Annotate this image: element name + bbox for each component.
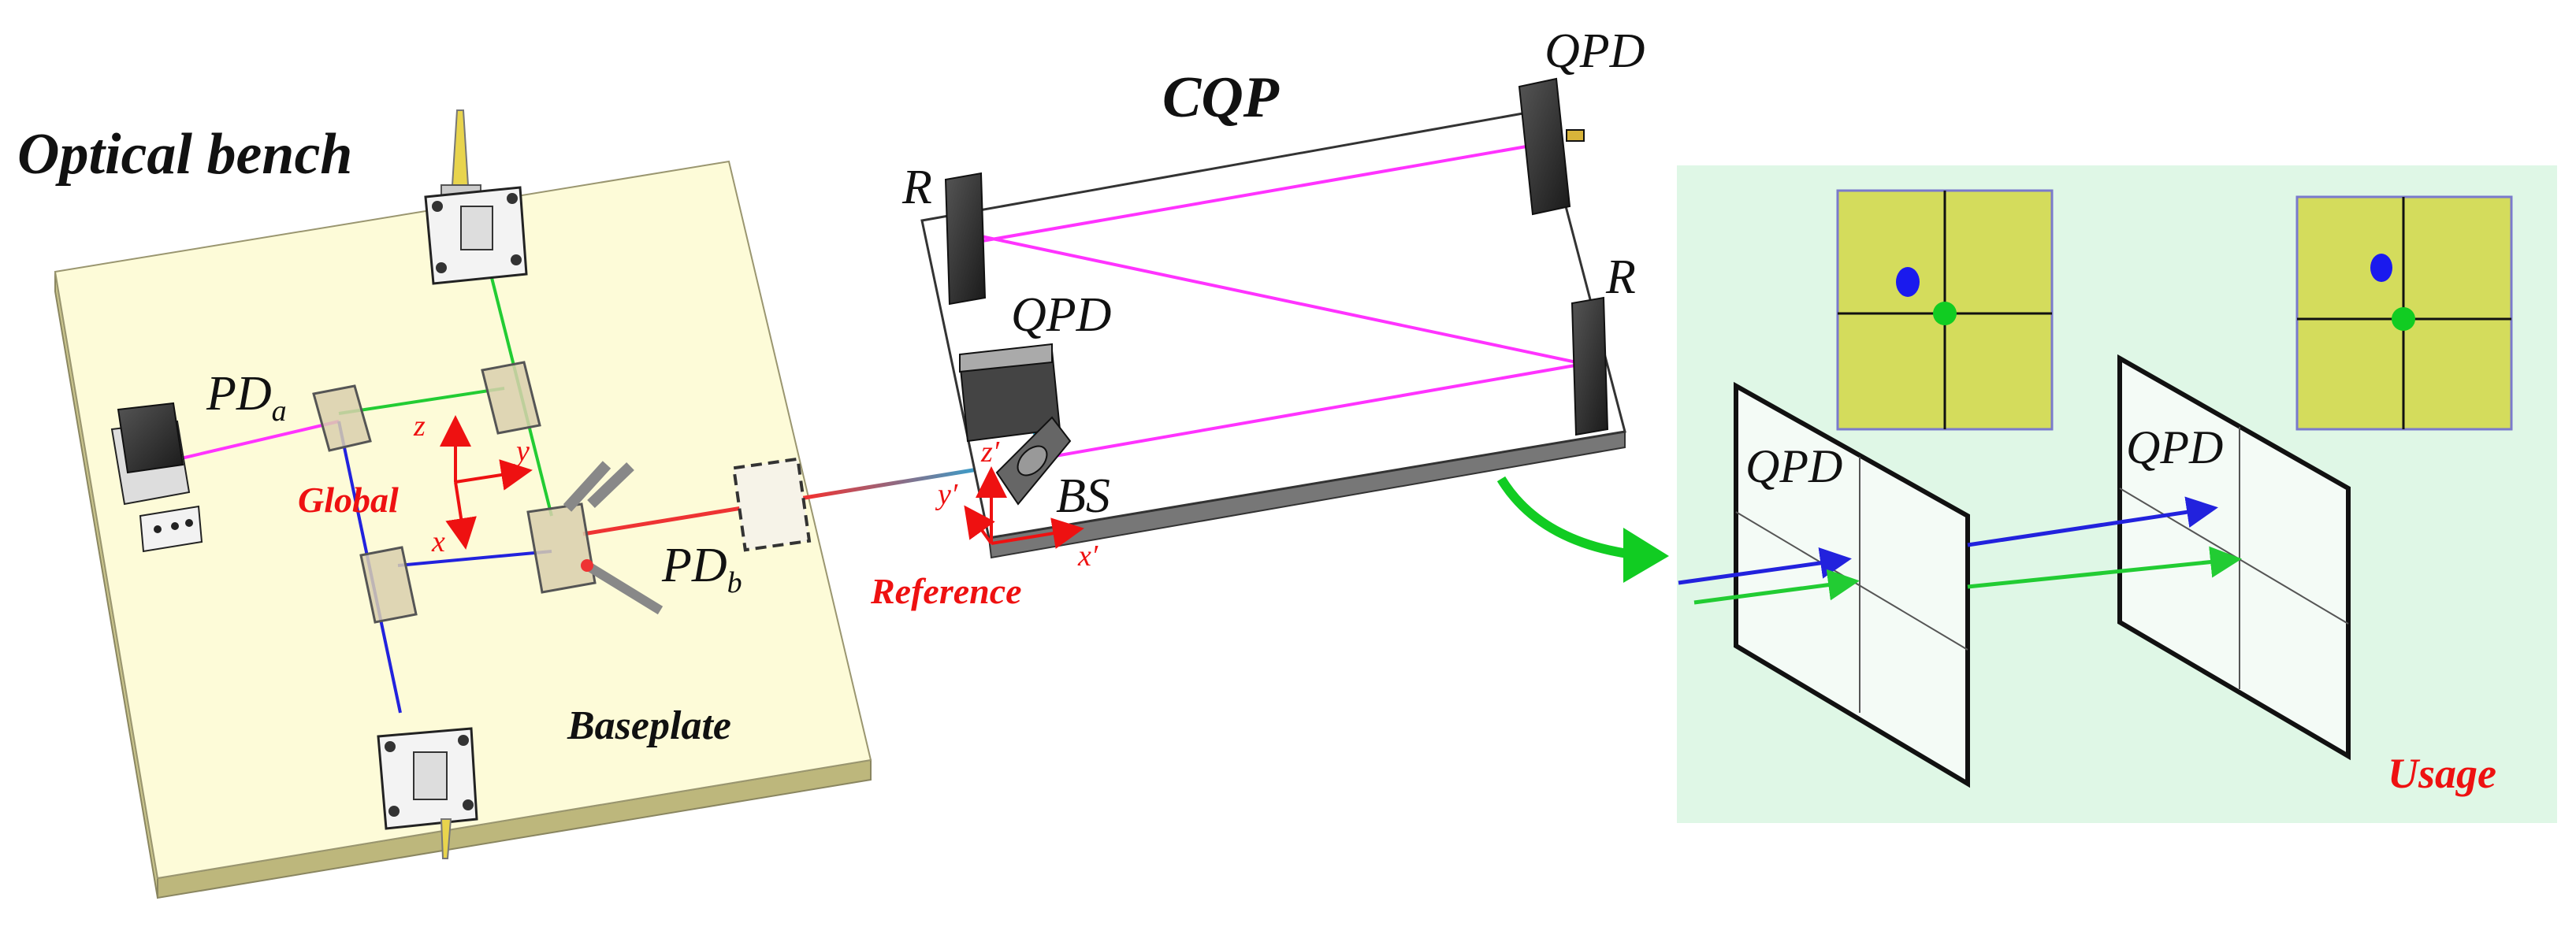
label-global: Global	[298, 480, 399, 520]
bench-optics	[312, 361, 664, 624]
beam-blue-horizontal	[397, 550, 552, 567]
label-r-left: R	[901, 161, 932, 214]
fiber-launcher-top	[424, 109, 528, 285]
label-baseplate: Baseplate	[567, 703, 731, 748]
title-optical-bench: Optical bench	[17, 122, 352, 187]
label-qpd-screen-1: QPD	[1745, 440, 1842, 492]
label-bs: BS	[1056, 469, 1110, 523]
label-usage: Usage	[2388, 750, 2496, 797]
title-cqp: CQP	[1162, 65, 1280, 130]
mirror-r-right	[1571, 296, 1609, 436]
axis-y: y	[513, 435, 530, 468]
qpd-square-right	[2295, 195, 2513, 431]
usage-arrow	[1496, 476, 1640, 560]
cqp-components	[944, 77, 1609, 506]
spot-green	[1933, 302, 1957, 325]
label-pd-a: PDa	[206, 367, 287, 428]
usage-beams	[1678, 496, 2242, 605]
usage-arrow-head	[1623, 528, 1669, 583]
label-qpd-screen-2: QPD	[2126, 421, 2223, 473]
spot-green	[2392, 307, 2415, 331]
axis-z-prime: z′	[980, 436, 1000, 469]
cube-pdb	[526, 502, 597, 594]
axis-x: x	[431, 525, 445, 558]
cube-pda	[312, 384, 372, 452]
cqp-plate	[920, 109, 1626, 559]
label-qpd-top: QPD	[1544, 24, 1645, 78]
pdb-dashed-marker	[731, 457, 812, 552]
pda-detector	[110, 402, 203, 553]
axis-x-prime: x′	[1077, 540, 1098, 573]
beam-green-top-h	[338, 387, 505, 415]
label-qpd-mid: QPD	[1011, 288, 1111, 342]
beam-pda-magenta	[180, 420, 340, 460]
label-r-right: R	[1605, 250, 1636, 304]
label-reference: Reference	[870, 571, 1022, 611]
cube-top-right	[481, 361, 541, 435]
label-pd-b: PDb	[661, 539, 742, 599]
spot-blue	[1896, 267, 1920, 297]
cube-bottom-left	[359, 546, 418, 624]
qpd-square-left	[1836, 189, 2054, 431]
spot-blue	[2370, 254, 2392, 282]
reference-frame	[964, 466, 1084, 549]
qpd-top-block	[1518, 77, 1571, 216]
axis-y-prime: y′	[935, 478, 958, 511]
global-frame	[440, 415, 533, 550]
mirror-r-left	[944, 172, 987, 306]
axis-z: z	[413, 410, 426, 443]
fiber-launcher-bottom	[377, 727, 478, 859]
